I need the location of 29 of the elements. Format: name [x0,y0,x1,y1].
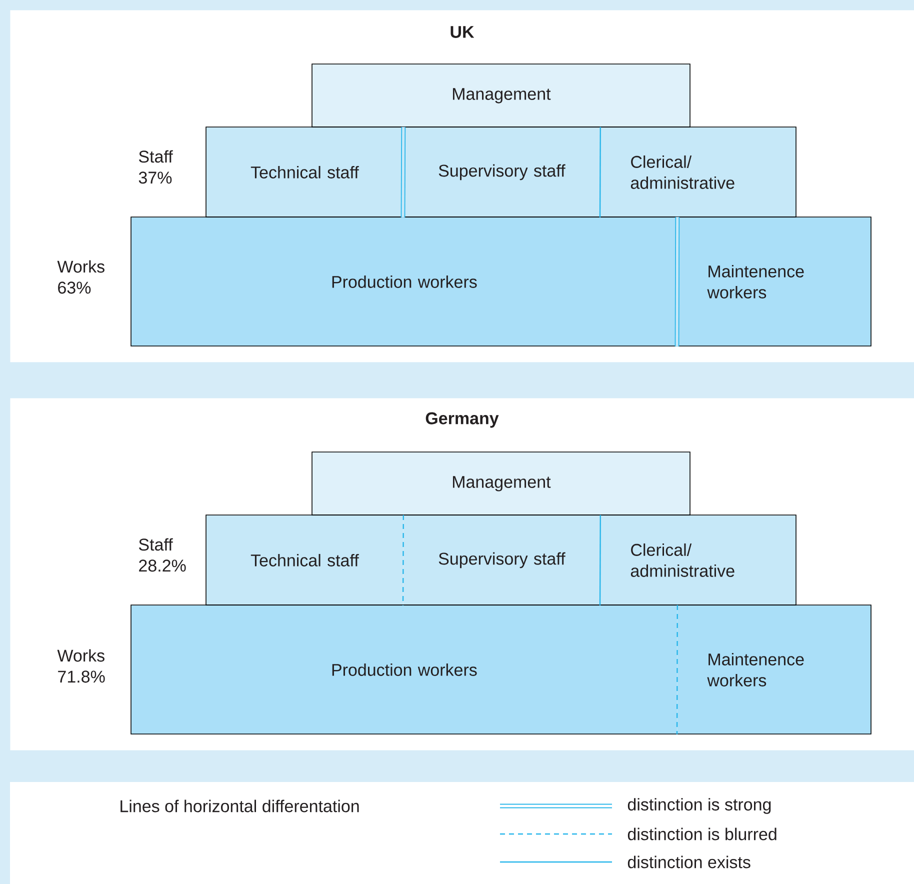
box: Management [312,452,690,516]
node-label: Technical staff [250,166,359,178]
row-label: Works 63% [57,260,104,294]
legend-text: distinction is strong [628,798,771,814]
legend-text: distinction is blurred [628,828,776,840]
row-label: Staff 37% [138,150,173,184]
legend-heading: Lines of horizontal differentation [120,800,359,812]
divider-line [400,127,406,218]
cell: Supervisory staff [403,127,600,218]
divider-line [599,515,601,606]
cell: Clerical/ administrative [600,127,796,218]
cell: Supervisory staff [403,515,600,606]
cell: Technical staff [206,515,404,606]
cell: Maintenence workers [677,605,872,734]
row-label: Works 71.8% [57,649,105,683]
divider-line [402,515,404,606]
row-label: Staff 28.2% [138,538,186,572]
cell: Clerical/ administrative [600,515,796,606]
node-label: Clerical/ administrative [630,155,734,189]
node-label: Clerical/ administrative [630,543,734,577]
node-label: Supervisory staff [438,552,566,568]
cell: Technical staff [206,127,404,218]
node-label: Supervisory staff [438,164,566,180]
divider-line [676,605,678,734]
divider-line [599,127,601,218]
divider-line [674,217,680,346]
legend-text: distinction exists [628,856,750,868]
cell: Maintenence workers [677,217,872,346]
box: Management [312,64,690,128]
